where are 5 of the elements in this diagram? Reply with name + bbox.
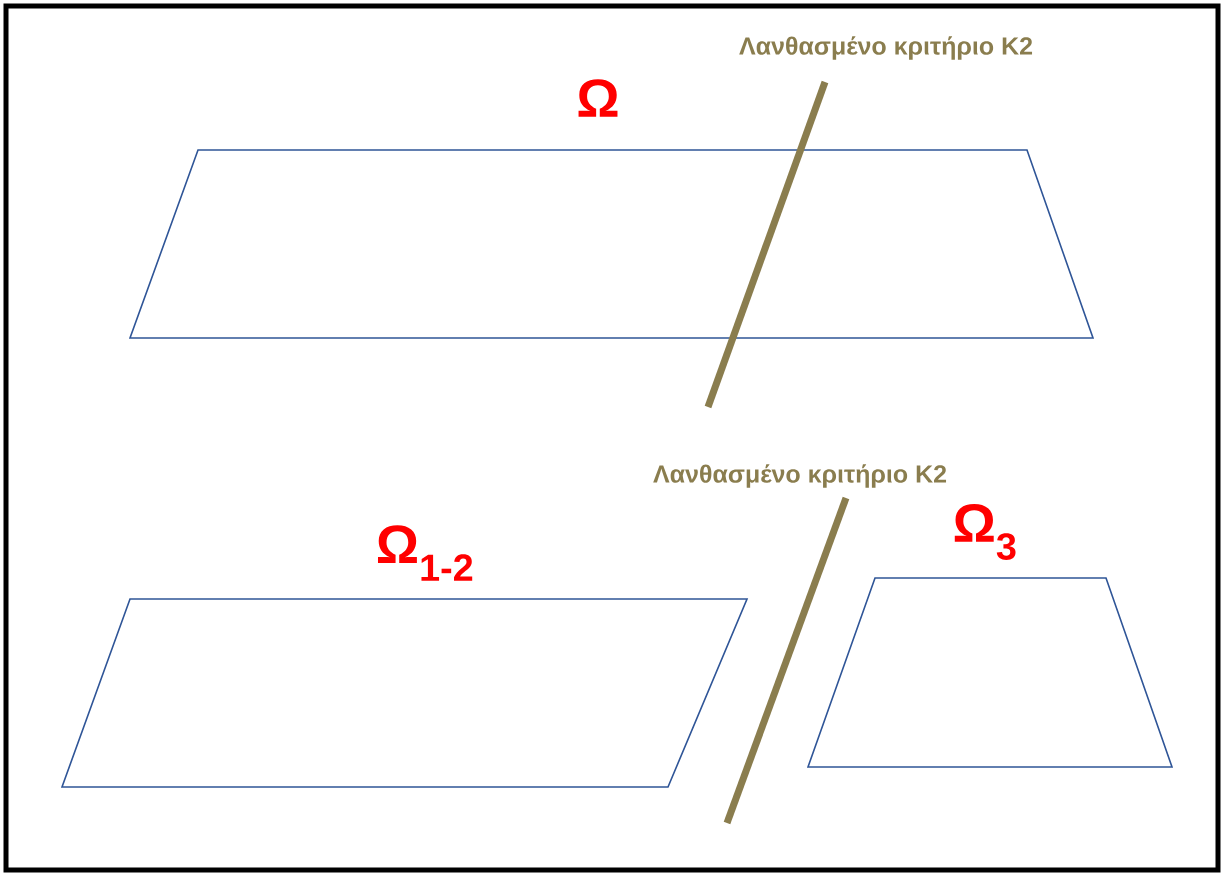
- region-label: Ω: [578, 79, 618, 117]
- criterion-label: Λανθασμένο κριτήριο Κ2: [653, 464, 947, 488]
- region-label: Ω$_{1-2}$: [378, 525, 473, 581]
- criterion-label: Λανθασμένο κριτήριο Κ2: [739, 36, 1033, 60]
- region-label: Ω$_{3}$: [954, 504, 1016, 560]
